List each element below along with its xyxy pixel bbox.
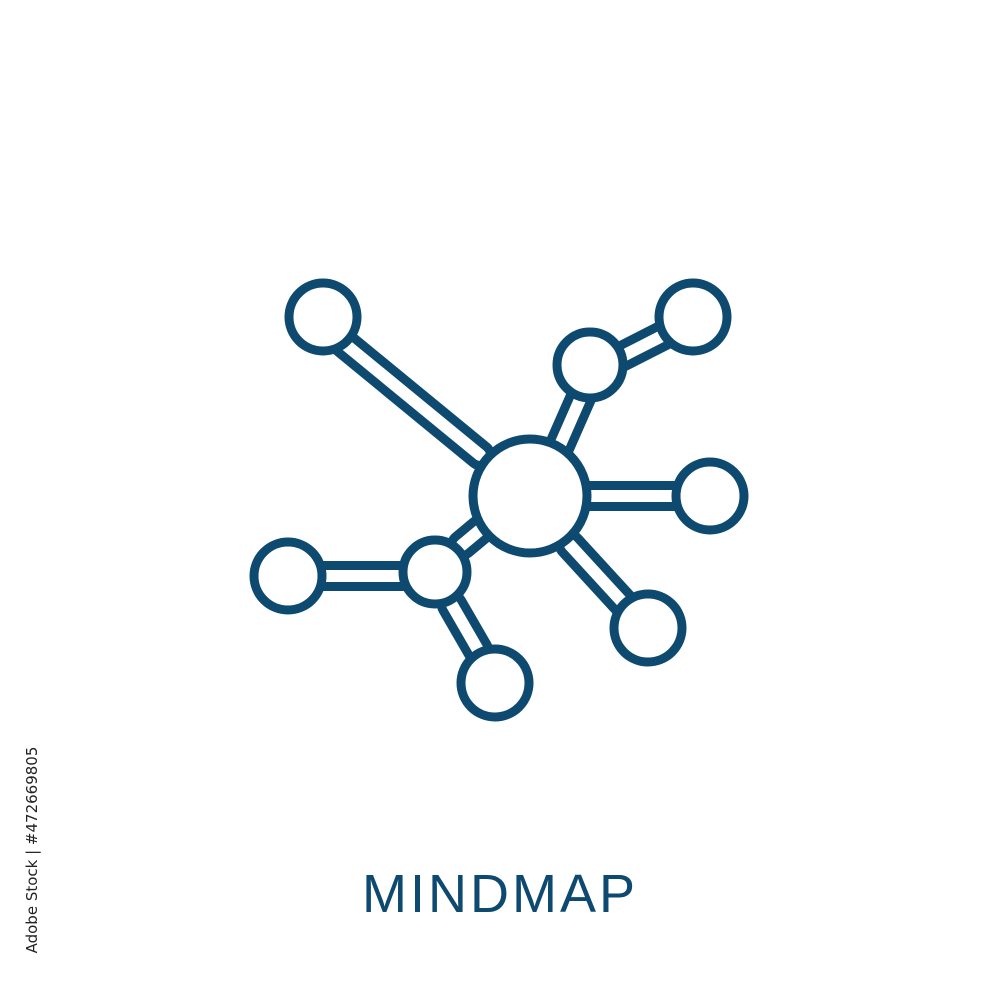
mindmap-nodes <box>249 278 749 722</box>
node-upper-left <box>284 278 362 356</box>
node-lower-right <box>609 589 687 667</box>
node-top-right <box>654 278 732 356</box>
node-right <box>671 457 749 535</box>
node-bottom <box>456 644 534 722</box>
link-upper-mid-inner <box>554 389 588 451</box>
node-center <box>468 434 592 558</box>
link-lower-mid-inner <box>456 524 486 551</box>
link-upper-left-inner <box>334 334 486 461</box>
link-bottom-inner <box>446 599 484 656</box>
node-upper-mid <box>552 327 628 403</box>
node-lower-mid <box>398 535 472 609</box>
stock-id-text: Adobe Stock | #472669805 <box>23 746 41 954</box>
icon-title: MINDMAP <box>362 864 638 924</box>
node-left <box>249 537 327 615</box>
link-lower-right-inner <box>564 539 631 611</box>
stock-id-watermark: Adobe Stock | #472669805 <box>22 747 42 954</box>
